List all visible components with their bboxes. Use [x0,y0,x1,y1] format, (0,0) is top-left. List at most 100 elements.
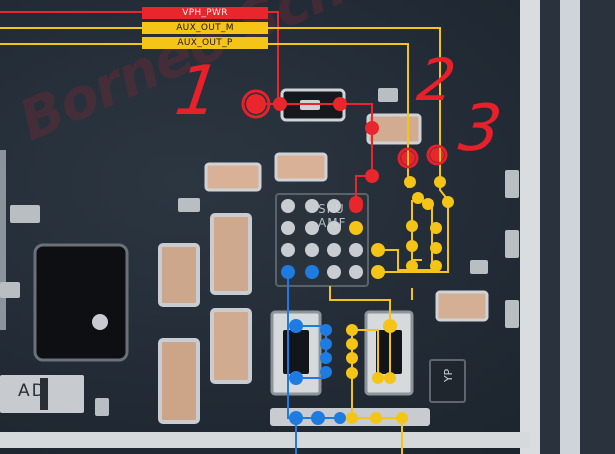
ball-a1 [281,199,295,213]
aux-point-6 [406,220,418,232]
aux-point-5 [442,196,454,208]
capacitor-small-2 [274,152,328,182]
aux-point-3 [412,192,424,204]
marker-circle-1 [241,89,271,119]
vph-point-4 [365,121,379,135]
shield-wall-far-right [560,0,580,454]
aux-point-20 [384,372,396,384]
capacitor-c3 [158,338,200,424]
gnd-point-2 [305,265,319,279]
ball-a3 [327,199,341,213]
shield-wall-right [520,0,540,454]
capacitor-small-4 [435,290,489,322]
ball-d4 [349,265,363,279]
aux-point-9 [430,242,442,254]
gnd-point-9 [289,411,303,425]
gnd-point-1 [281,265,295,279]
aux-point-21 [346,412,358,424]
vph-line-top [256,103,373,128]
transistor-marking: YP [442,368,456,383]
ball-c3 [327,243,341,257]
vph-point-8 [430,148,444,162]
aux-point-17 [346,352,358,364]
ball-a2 [305,199,319,213]
aux-point-1 [404,176,416,188]
resistor-6 [505,170,519,198]
gnd-point-8 [289,371,303,385]
aux-point-22 [370,412,382,424]
aux-point-2 [434,176,446,188]
capacitor-c4 [210,308,252,384]
gnd-point-6 [320,352,332,364]
aux-link-1 [378,200,433,271]
gnd-point-4 [320,324,332,336]
label-aux-out-m: AUX_OUT_M [142,22,268,34]
ball-d3 [327,265,341,279]
resistor-5 [470,260,488,274]
aux-point-7 [430,222,442,234]
aux-link-6 [352,329,379,378]
capacitor-small-1 [204,162,262,192]
ball-c2 [305,243,319,257]
chip-balls-vph [349,199,363,213]
vph-pwr-points [246,94,444,210]
ball-b1 [281,221,295,235]
vph-point-5 [365,169,379,183]
gnd-point-7 [320,366,332,378]
aux-point-12 [430,260,442,272]
gnd-point-3 [289,319,303,333]
gnd-point-11 [334,412,346,424]
inductor [33,243,129,362]
aux-point-8 [406,240,418,252]
capacitor-c2 [210,213,252,295]
aux-point-13 [371,265,385,279]
ball-a4 [349,199,363,213]
resistor-8 [505,300,519,328]
ball-b3 [327,221,341,235]
resistor-7 [505,230,519,258]
label-aux-out-p: AUX_OUT_P [142,37,268,49]
vph-line-down [355,128,373,203]
marker-circle-3 [426,144,448,166]
coil-left-core [283,330,309,374]
audio-ic [275,193,369,287]
marker-circle-2 [397,147,419,169]
aux-point-11 [406,260,418,272]
gnd-point-5 [320,338,332,350]
resistor-4 [378,88,398,102]
vph-point-3 [333,97,347,111]
aux-point-4 [422,198,434,210]
resistor-2 [0,282,20,298]
aux-point-10 [371,243,385,257]
chip-marking: SPU AMF [318,202,347,230]
ball-b4 [349,221,363,235]
aux-m-line-right [268,27,449,201]
ball-b2 [305,221,319,235]
resistor-9 [95,398,109,416]
inductor-dot [92,314,108,330]
transistor [429,359,466,403]
aux-point-16 [346,338,358,350]
aux-p-line-right [268,43,409,188]
left-edge [0,150,6,330]
aux-point-19 [372,372,384,384]
label-vph-pwr: VPH_PWR [142,7,268,19]
capacitor-c1 [158,243,200,307]
ground-points [281,265,346,425]
resistor-1 [10,205,40,223]
resistor-3 [178,198,200,212]
shield-wall-bottom [0,432,530,448]
vph-point-1 [246,94,266,114]
vph-pwr-net [0,11,373,203]
aux-out-points [346,176,454,424]
ball-c4 [349,243,363,257]
gnd-point-10 [311,411,325,425]
diode-marking: AD [18,381,47,401]
aux-point-15 [346,324,358,336]
chip-balls [281,199,363,279]
vph-point-2 [273,97,287,111]
chip-balls-aux [349,221,363,235]
aux-point-14 [383,319,397,333]
